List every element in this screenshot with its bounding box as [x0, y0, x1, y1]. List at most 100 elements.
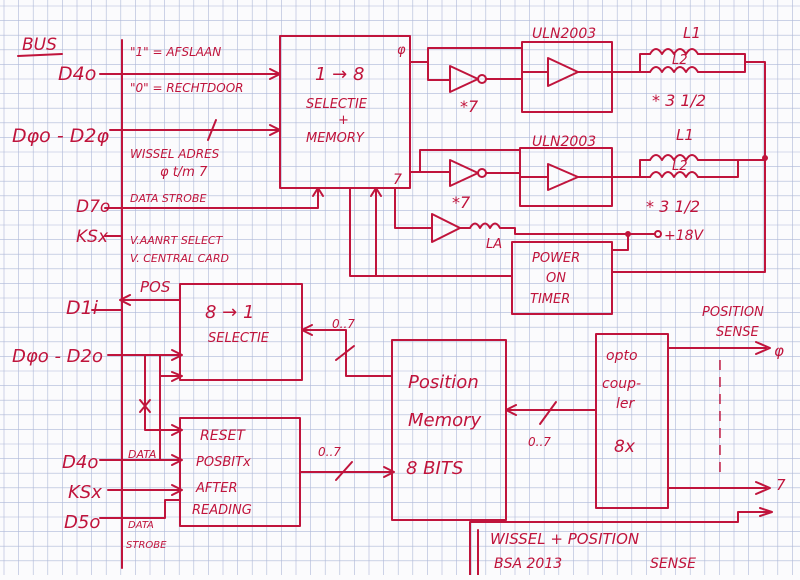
opto-coupler-box: [595, 333, 669, 509]
wire-power-timer-in: [349, 187, 513, 277]
relay-coil: [459, 222, 629, 235]
reset-posbit-line1: RESET: [200, 428, 246, 444]
reset-posbit-line3: AFTER: [195, 481, 238, 496]
sel-8-1-line1: 8 → 1: [205, 302, 254, 323]
uln2003-top-box: [521, 41, 613, 113]
relay-la: LA +18V: [431, 213, 705, 252]
note-one-afslaan: "1" = AFSLAAN: [130, 45, 221, 59]
coils-bottom: L1 L2 * 3 1/2: [639, 126, 739, 216]
position-memory-line1: Position: [408, 372, 479, 393]
wire-d70: [104, 187, 319, 209]
power-on-timer-line3: TIMER: [530, 292, 570, 307]
lower-bus-wires: DATA DATA STROBE: [99, 349, 183, 551]
arrow-ksx-bottom: [171, 484, 183, 496]
terminal-18v: [654, 230, 662, 238]
bus-signal-d00-d20-top: Dφo - D2φ: [12, 125, 109, 147]
opto-line4: 8x: [614, 437, 636, 457]
inverter-top-mult: *7: [460, 97, 479, 116]
bus-slash-top: [207, 119, 217, 141]
reset-posbit-line2: POSBITx: [196, 455, 251, 470]
bus-section: BUS D4o Dφo - D2φ D7o KSx D1i Dφo - D2o …: [12, 35, 123, 569]
memory-output-wires: [349, 47, 523, 277]
coil-top-mult: * 3 1/2: [652, 91, 706, 110]
bus-signal-d50: D5o: [64, 512, 100, 533]
relay-la-label: LA: [486, 237, 502, 252]
bus-label: BUS: [22, 35, 57, 55]
selectie-memory-line2: SELECTIE: [306, 97, 368, 112]
arrow-d40-bottom: [171, 454, 183, 466]
inverter-bottom-mult: *7: [452, 193, 471, 212]
uln2003-bottom-block: ULN2003: [519, 134, 651, 207]
pos-label: POS: [140, 278, 171, 296]
selectie-memory-line1: 1 → 8: [315, 64, 364, 85]
position-memory-box: [391, 339, 507, 521]
wire-out-relay: [394, 187, 433, 229]
title-line2b: SENSE: [650, 556, 696, 572]
selectie-memory-out-7: 7: [393, 172, 402, 188]
inverters: *7 *7: [449, 65, 523, 212]
power-on-timer-line1: POWER: [532, 251, 580, 266]
cross-mark: [139, 399, 151, 413]
wire-18v-timer: [611, 233, 629, 251]
uln2003-bottom-label: ULN2003: [532, 134, 596, 150]
reset-range: 0..7: [318, 445, 341, 459]
selectie-memory-line3: +: [338, 113, 349, 128]
bus-signal-d70: D7o: [76, 197, 110, 217]
note-v-central-card: V. CENTRAL CARD: [130, 252, 229, 265]
arrow-reset-to-memory: [383, 466, 395, 478]
position-memory-line3: 8 BITS: [406, 458, 463, 479]
bus-signal-d1i: D1i: [66, 297, 99, 319]
arrow-sense-7: [755, 481, 771, 495]
title-block-frame: [469, 511, 771, 576]
wire-common-return: [611, 61, 766, 273]
bus-signal-ksx-bottom: KSx: [68, 482, 102, 503]
uln2003-top-block: ULN2003: [521, 26, 651, 113]
position-sense-label-2: SENSE: [716, 325, 759, 340]
position-sense-label-1: POSITION: [702, 305, 764, 320]
position-sense-7: 7: [776, 476, 786, 494]
relay-driver: [431, 213, 461, 243]
selectie-memory-box: [279, 35, 411, 189]
position-sense-inputs: POSITION SENSE φ 7: [667, 305, 786, 495]
opto-coupler-block: opto coup- ler 8x 0..7: [505, 333, 669, 509]
coil-l2-top: [649, 66, 699, 73]
opto-line2: coup-: [602, 376, 641, 392]
note-data-strobe-1: DATA: [128, 520, 154, 531]
coil-l1-bottom: [649, 154, 699, 161]
coil-bottom-mult: * 3 1/2: [646, 197, 700, 216]
note-phi-tm-7: φ t/m 7: [160, 165, 208, 180]
position-sense-phi: φ: [774, 342, 784, 360]
note-vaanrt-select: V.AANRT SELECT: [130, 234, 224, 247]
note-data-strobe-2: STROBE: [126, 540, 167, 551]
position-memory-block: Position Memory 8 BITS: [391, 339, 507, 521]
coil-top-right: [697, 53, 746, 73]
coil-top-l2: L2: [672, 53, 688, 68]
wire-out-bottom-bypass: [409, 149, 521, 173]
coil-l2-bottom: [649, 171, 699, 178]
pos-output: POS: [91, 278, 181, 311]
opto-line1: opto: [606, 348, 638, 364]
coil-l1-top: [649, 48, 699, 55]
inverter-bottom: [449, 159, 479, 187]
power-on-timer-block: POWER ON TIMER: [511, 241, 613, 315]
title-block-arrow: [759, 507, 773, 517]
title-line1: WISSEL + POSITION: [490, 530, 639, 548]
bus-underline: [17, 53, 63, 57]
coil-bottom-join: [639, 159, 651, 178]
inverter-top: [449, 65, 479, 93]
bus-signal-ksx-top: KSx: [76, 227, 109, 247]
reset-posbit-line4: READING: [192, 503, 252, 518]
opto-line3: ler: [616, 396, 636, 412]
title-line2a: BSA 2013: [494, 556, 562, 572]
arrow-d00-d20-bottom: [171, 349, 183, 361]
sel-range: 0..7: [332, 317, 355, 331]
slash-reset: [335, 461, 353, 481]
note-data-strobe: DATA STROBE: [130, 192, 206, 205]
note-wissel-adres: WISSEL ADRES: [130, 147, 220, 161]
coil-bottom-l2: L2: [672, 159, 688, 174]
inverter-bottom-bubble: [477, 168, 487, 178]
arrow-d-branch-reset: [171, 424, 183, 436]
coil-top-l1: L1: [683, 24, 701, 42]
